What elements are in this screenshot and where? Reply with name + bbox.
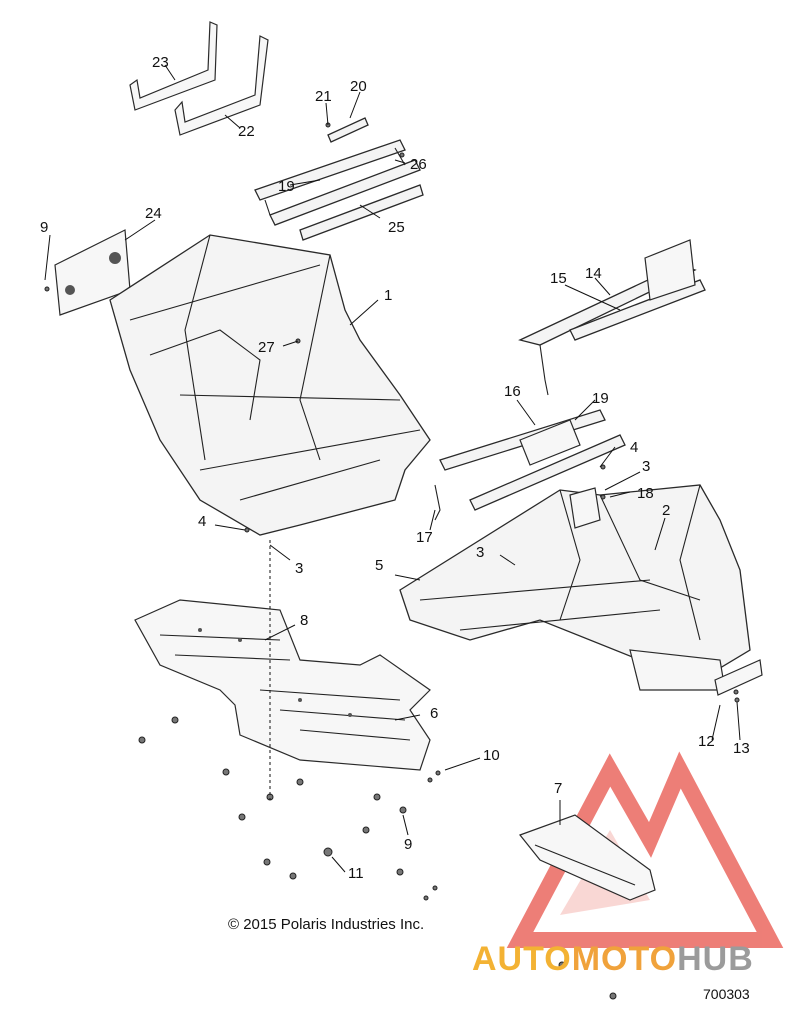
callout-1: 1 [384, 287, 392, 304]
leader-lines [44, 64, 741, 873]
main-frame [109, 234, 431, 536]
brand-auto: AUTO [472, 940, 572, 978]
callout-15: 15 [550, 270, 567, 287]
callout-18: 18 [637, 485, 654, 502]
callout-2: 2 [662, 502, 670, 519]
brand-moto: MOTO [571, 940, 678, 978]
callout-22: 22 [238, 123, 255, 140]
callout-3: 3 [476, 544, 484, 561]
document-number: 700303 [703, 986, 750, 1002]
callouts: 1 2 3 3 3 4 4 5 6 7 8 9 9 10 11 12 13 14… [40, 54, 750, 882]
part-12-bracket [714, 659, 763, 696]
callout-11: 11 [348, 865, 364, 882]
callout-6: 6 [430, 705, 438, 722]
callout-10: 10 [483, 747, 500, 764]
callout-4: 4 [630, 439, 638, 456]
callout-14: 14 [585, 265, 602, 282]
callout-26: 26 [410, 156, 427, 173]
seat-rail-assembly [254, 117, 424, 241]
brand-hub: HUB [677, 940, 754, 978]
callout-16: 16 [504, 383, 521, 400]
callout-21: 21 [315, 88, 332, 105]
callout-25: 25 [388, 219, 405, 236]
callout-19: 19 [278, 178, 295, 195]
part-7-guard [519, 814, 656, 901]
callout-9: 9 [40, 219, 48, 236]
callout-5: 5 [375, 557, 383, 574]
callout-12: 12 [698, 733, 715, 750]
callout-17: 17 [416, 529, 433, 546]
fasteners [44, 122, 740, 1000]
rear-frame-14-15 [518, 239, 706, 396]
callout-9: 9 [404, 836, 412, 853]
skid-plate-8-6 [134, 599, 431, 771]
callout-3: 3 [295, 560, 303, 577]
callout-20: 20 [350, 78, 367, 95]
part-23-bracket [129, 21, 269, 136]
rear-frame-2 [399, 484, 751, 691]
callout-8: 8 [300, 612, 308, 629]
callout-3: 3 [642, 458, 650, 475]
callout-13: 13 [733, 740, 750, 757]
copyright-text: © 2015 Polaris Industries Inc. [228, 916, 425, 933]
callout-27: 27 [258, 339, 275, 356]
seat-base-16-17 [434, 409, 626, 521]
callout-24: 24 [145, 205, 162, 222]
brand-watermark: AUTOMOTOHUB [472, 940, 754, 979]
callout-4: 4 [198, 513, 206, 530]
callout-23: 23 [152, 54, 169, 71]
callout-7: 7 [554, 780, 562, 797]
callout-19: 19 [592, 390, 609, 407]
